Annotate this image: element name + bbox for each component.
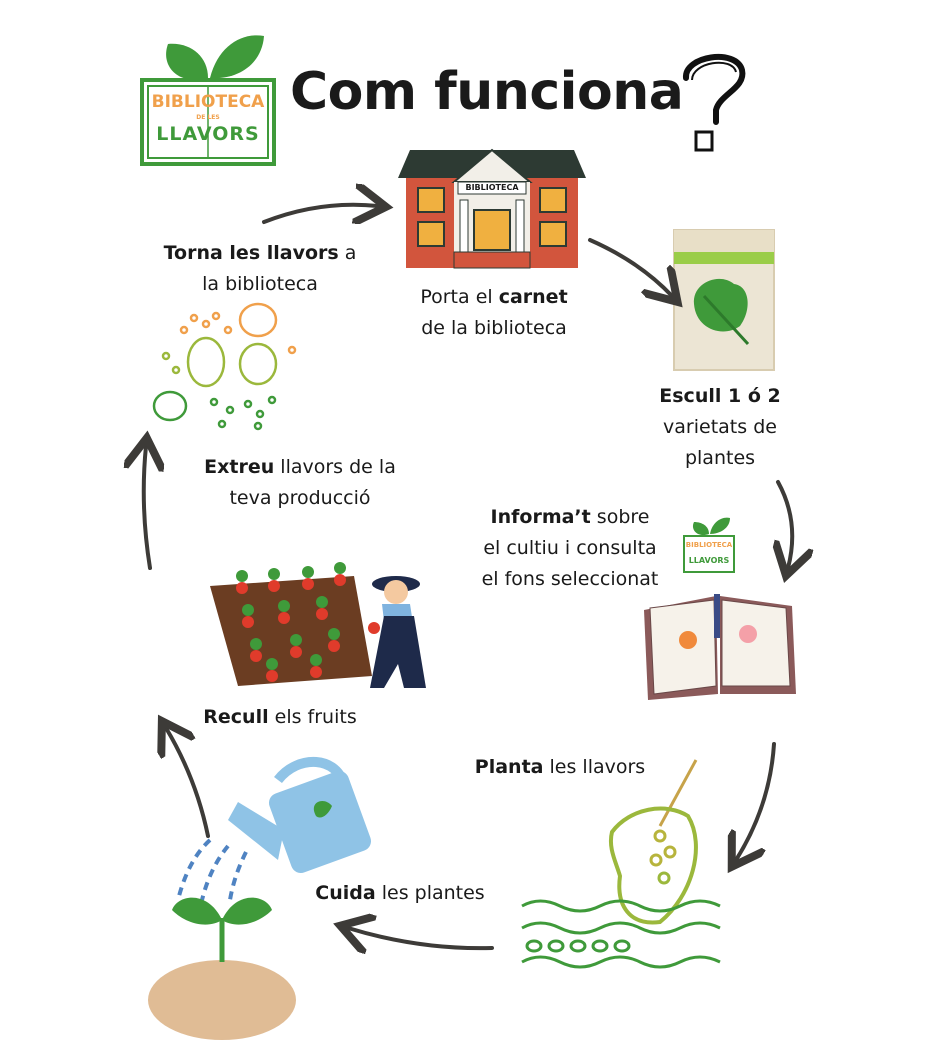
arrow-7 bbox=[144, 446, 150, 568]
arrow-4 bbox=[736, 744, 774, 860]
arrow-5 bbox=[348, 928, 492, 948]
arrow-3 bbox=[778, 482, 792, 568]
arrow-6 bbox=[166, 728, 208, 836]
arrow-1 bbox=[264, 205, 378, 222]
arrow-2 bbox=[590, 240, 672, 296]
